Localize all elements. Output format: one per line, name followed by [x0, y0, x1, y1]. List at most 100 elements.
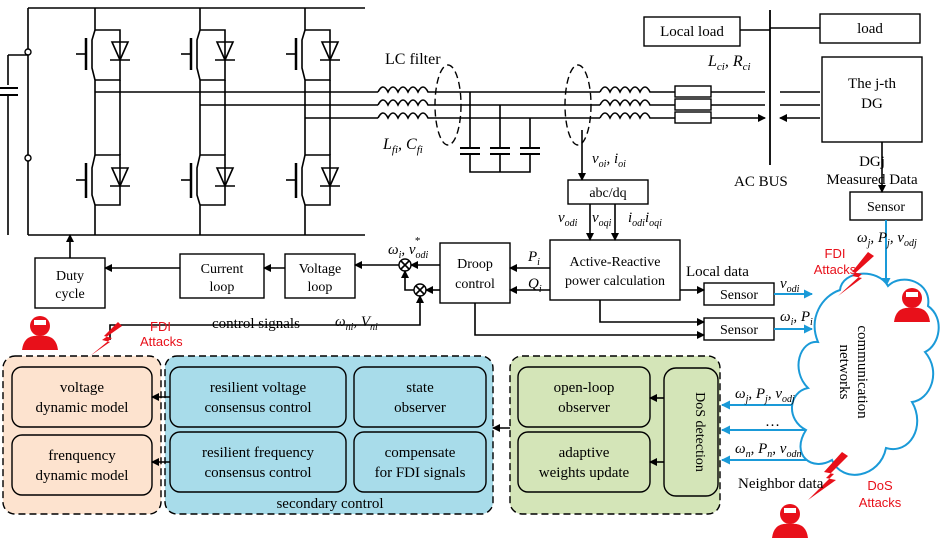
comm-line2: networks: [836, 345, 852, 400]
igbt-leg-1: [76, 8, 130, 235]
dos-detection-label: DoS detection: [692, 392, 707, 472]
droop-control-line1: Droop: [457, 257, 493, 272]
freq-dyn-line1: frenquency: [48, 448, 116, 464]
rvcc-line1: resilient voltage: [210, 380, 307, 396]
sensor-top-label: Sensor: [867, 200, 905, 215]
fdi-attacks-right-line2: Attacks: [814, 262, 857, 277]
current-loop-box: [179, 253, 265, 299]
voltage-dyn-line2: dynamic model: [36, 400, 129, 416]
rfcc-line1: resilient frequency: [202, 445, 315, 461]
hacker-icon-right: [894, 288, 930, 322]
control-signals-label: control signals: [212, 316, 300, 332]
omega-n-row-label: ωn, Pn, vodn: [735, 441, 801, 460]
fdi-attack-bolt-right: [838, 252, 874, 296]
current-loop-line2: loop: [210, 280, 235, 295]
state-observer-box: [353, 366, 487, 428]
omega-pi-label: ωi, Pi: [780, 309, 813, 328]
vodi-right-label: vodi: [780, 276, 800, 295]
lc-filter-label: LC filter: [385, 51, 441, 68]
rvcc-line2: consensus control: [204, 400, 311, 416]
neighbor-data-label: Neighbor data: [738, 476, 824, 492]
voltage-dynamic-model-box: [11, 366, 153, 428]
comm-line1: communication: [854, 325, 870, 419]
load-box: [819, 13, 921, 44]
adaptive-weights-box: [517, 431, 651, 493]
fdi-attacks-left-line2: Attacks: [140, 334, 183, 349]
sensor-a-label: Sensor: [720, 288, 758, 303]
voltage-loop-box: [284, 253, 356, 299]
comp-line2: for FDI signals: [375, 465, 466, 481]
state-obs-line2: observer: [394, 400, 446, 416]
awu-line1: adaptive: [559, 445, 610, 461]
communication-networks-cloud: [791, 272, 940, 476]
hacker-icon-left: [22, 316, 58, 350]
iodi-ioqi-label: iodiioqi: [628, 210, 662, 229]
voltage-loop-line1: Voltage: [299, 262, 342, 277]
jth-dg-line2: DG: [861, 96, 883, 112]
duty-cycle-line1: Duty: [56, 269, 84, 284]
omega-vodi-star-label: ωi, vodi*: [388, 235, 429, 261]
state-obs-line1: state: [406, 380, 434, 396]
resilient-frequency-box: [169, 431, 347, 493]
dos-attacks-line2: Attacks: [859, 495, 902, 510]
duty-cycle-box: [34, 257, 106, 309]
freq-dyn-line2: dynamic model: [36, 468, 129, 484]
dos-attacks-line1: DoS: [867, 478, 893, 493]
active-reactive-power-box: [549, 239, 681, 301]
omega-j-row-label: ωj, Pj, vodj: [735, 386, 795, 405]
qi-label: Qi: [528, 276, 542, 295]
current-loop-line1: Current: [201, 262, 244, 277]
awu-line2: weights update: [539, 465, 630, 481]
omega-pj-vodj-label: ωj, Pj, vodj: [857, 230, 917, 249]
inverter-circuit: [0, 7, 378, 236]
omega-ni-vni-label: ωni, Vni: [335, 314, 378, 333]
local-load-label: Local load: [660, 24, 724, 40]
sensor-b-label: Sensor: [720, 323, 758, 338]
dos-attack-bolt: [808, 452, 848, 500]
frequency-dynamic-model-box: [11, 434, 153, 496]
lc-filter-inductors: [377, 64, 600, 146]
igbt-leg-2: [181, 8, 235, 235]
olo-line2: observer: [558, 400, 610, 416]
load-label: load: [857, 21, 883, 37]
fdi-attacks-right-line1: FDI: [825, 246, 846, 261]
secondary-control-label: secondary control: [276, 496, 383, 512]
rfcc-line2: consensus control: [204, 465, 311, 481]
duty-cycle-line2: cycle: [55, 287, 85, 302]
fdi-attacks-left-line1: FDI: [150, 319, 171, 334]
abc-dq-box: [567, 179, 649, 205]
jth-dg-line1: The j-th: [848, 76, 896, 92]
arpc-line2: power calculation: [565, 274, 665, 289]
open-loop-observer-box: [517, 366, 651, 428]
dgj-label: DGj: [859, 154, 885, 170]
line-impedance: [599, 85, 820, 123]
vodi-label: vodi: [558, 210, 578, 229]
ac-bus-label: AC BUS: [734, 174, 788, 190]
jth-dg-box: [821, 56, 923, 143]
droop-control-line2: control: [455, 277, 495, 292]
lc-filter-capacitors: [460, 92, 540, 173]
comp-line1: compensate: [385, 445, 456, 461]
olo-line1: open-loop: [554, 380, 615, 396]
dos-detection-box: [663, 367, 719, 497]
voltage-dyn-line1: voltage: [60, 380, 104, 396]
local-data-label: Local data: [686, 264, 749, 280]
compensate-box: [353, 431, 487, 493]
resilient-voltage-box: [169, 366, 347, 428]
pi-label: Pi: [527, 249, 540, 268]
igbt-leg-3: [286, 8, 340, 235]
ellipsis-label: …: [765, 414, 780, 430]
hacker-icon-bottom: [772, 504, 808, 538]
voqi-label: voqi: [592, 210, 612, 229]
abc-dq-label: abc/dq: [589, 186, 626, 201]
local-load-box: [643, 16, 741, 47]
voltage-loop-line2: loop: [308, 280, 333, 295]
arpc-line1: Active-Reactive: [570, 255, 661, 270]
voi-ioi-label: voi, ioi: [592, 151, 626, 170]
droop-control-box: [439, 242, 511, 304]
lfi-cfi-label: Lfi, Cfi: [382, 136, 423, 156]
measured-data-label: Measured Data: [826, 172, 918, 188]
fdi-attack-bolt-left: [90, 322, 122, 356]
lci-label: Lci, Rci: [707, 53, 751, 73]
